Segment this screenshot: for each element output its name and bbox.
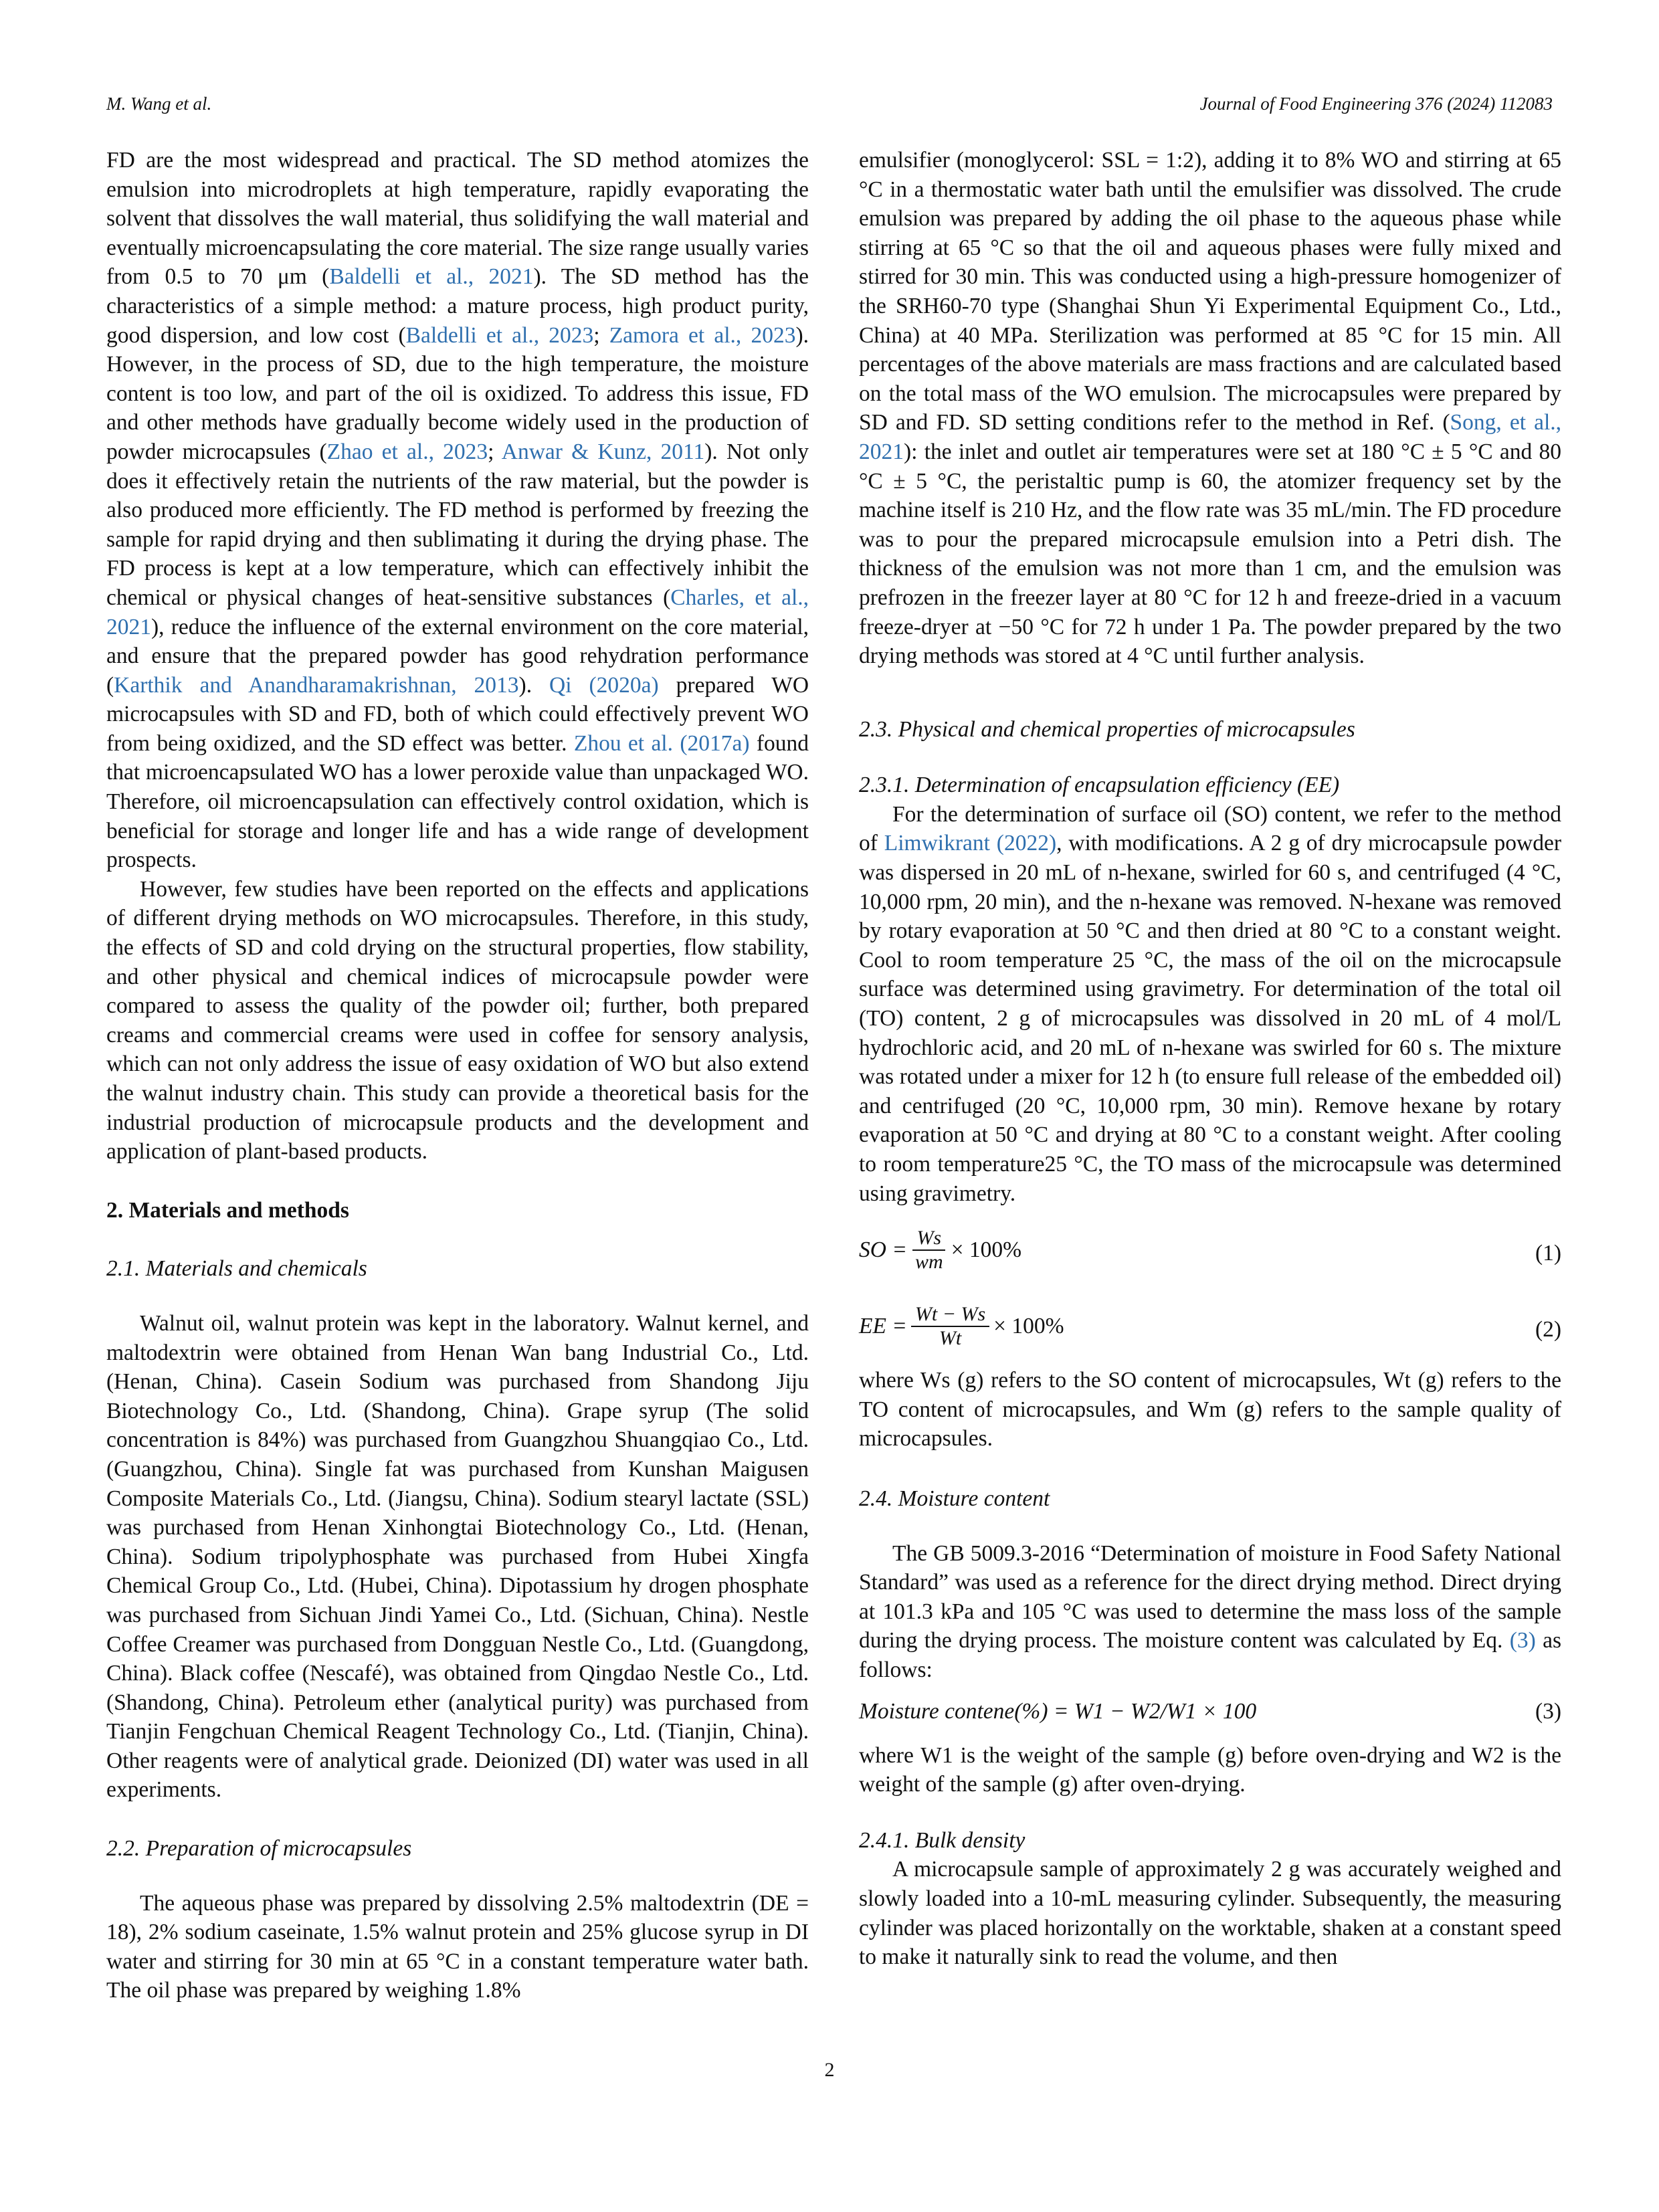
equation-rhs: × 100%: [993, 1314, 1064, 1339]
subsection-heading: 2.3. Physical and chemical properties of…: [859, 716, 1355, 742]
equation-fraction: Wt − Ws Wt: [910, 1303, 990, 1350]
paragraph-preparation: The aqueous phase was prepared by dissol…: [106, 1890, 809, 2003]
section-heading: 2. Materials and methods: [106, 1197, 349, 1223]
paragraph-study-aim: However, few studies have been reported …: [106, 876, 809, 1165]
paragraph-equation-definitions: where Ws (g) refers to the SO content of…: [859, 1368, 1561, 1451]
citation-link[interactable]: Karthik and Anandharamakrishnan, 2013: [114, 672, 519, 698]
equation-numerator: Wt − Ws: [910, 1303, 990, 1328]
citation-link[interactable]: Anwar & Kunz, 2011: [501, 439, 705, 464]
equation-denominator: wm: [914, 1251, 943, 1274]
paragraph-moisture-definitions: where W1 is the weight of the sample (g)…: [859, 1742, 1561, 1797]
paragraph-bulk-density: A microcapsule sample of approximately 2…: [859, 1857, 1561, 1970]
citation-link[interactable]: Zhao et al., 2023: [326, 439, 488, 464]
equation-number: (1): [1535, 1241, 1561, 1266]
paragraph-preparation-continued: emulsifier (monoglycerol: SSL = 1:2), ad…: [859, 148, 1561, 669]
equation-body: Moisture contene(%) = W1 − W2/W1 × 100: [859, 1698, 1257, 1724]
equation-fraction: Ws wm: [911, 1227, 947, 1274]
equation-2: EE = Wt − Ws Wt × 100% (2): [859, 1294, 1561, 1361]
equation-3: Moisture contene(%) = W1 − W2/W1 × 100 (…: [859, 1694, 1561, 1732]
equation-numerator: Ws: [912, 1227, 946, 1251]
header-author: M. Wang et al.: [106, 94, 212, 114]
citation-link[interactable]: Zamora et al., 2023: [609, 322, 796, 348]
citation-link[interactable]: Baldelli et al., 2021: [329, 264, 534, 290]
subsubsection-heading: 2.4.1. Bulk density: [859, 1827, 1026, 1853]
equation-denominator: Wt: [939, 1327, 962, 1350]
subsection-heading: 2.2. Preparation of microcapsules: [106, 1836, 412, 1862]
citation-link[interactable]: Qi (2020a): [549, 672, 659, 698]
citation-link[interactable]: Baldelli et al., 2023: [405, 322, 594, 348]
paragraph-moisture: The GB 5009.3-2016 “Determination of moi…: [859, 1540, 1561, 1682]
page-number: 2: [824, 2059, 835, 2081]
equation-number: (3): [1535, 1698, 1561, 1724]
subsection-heading: 2.1. Materials and chemicals: [106, 1256, 367, 1282]
left-column: FD are the most widespread and practical…: [106, 146, 809, 2005]
subsubsection-heading: 2.3.1. Determination of encapsulation ef…: [859, 773, 1340, 798]
paragraph-materials: Walnut oil, walnut protein was kept in t…: [106, 1310, 809, 1803]
equation-lhs: EE =: [859, 1314, 907, 1339]
paragraph-intro-continued: FD are the most widespread and practical…: [106, 148, 809, 873]
subsection-heading: 2.4. Moisture content: [859, 1486, 1050, 1511]
equation-lhs: SO =: [859, 1237, 907, 1263]
citation-link[interactable]: Zhou et al. (2017a): [573, 730, 750, 756]
paragraph-ee-method: For the determination of surface oil (SO…: [859, 801, 1562, 1206]
right-column: emulsifier (monoglycerol: SSL = 1:2), ad…: [859, 146, 1561, 1972]
citation-link[interactable]: Song, et al., 2021: [859, 410, 1561, 464]
equation-1: SO = Ws wm × 100% (1): [859, 1217, 1561, 1284]
running-header: M. Wang et al. Journal of Food Engineeri…: [106, 94, 1553, 127]
equation-link[interactable]: (3): [1509, 1628, 1536, 1653]
equation-number: (2): [1535, 1317, 1561, 1342]
citation-link[interactable]: Limwikrant (2022): [884, 831, 1057, 856]
equation-rhs: × 100%: [951, 1237, 1022, 1263]
citation-link[interactable]: Charles, et al., 2021: [106, 585, 809, 639]
header-journal: Journal of Food Engineering 376 (2024) 1…: [1199, 94, 1553, 114]
